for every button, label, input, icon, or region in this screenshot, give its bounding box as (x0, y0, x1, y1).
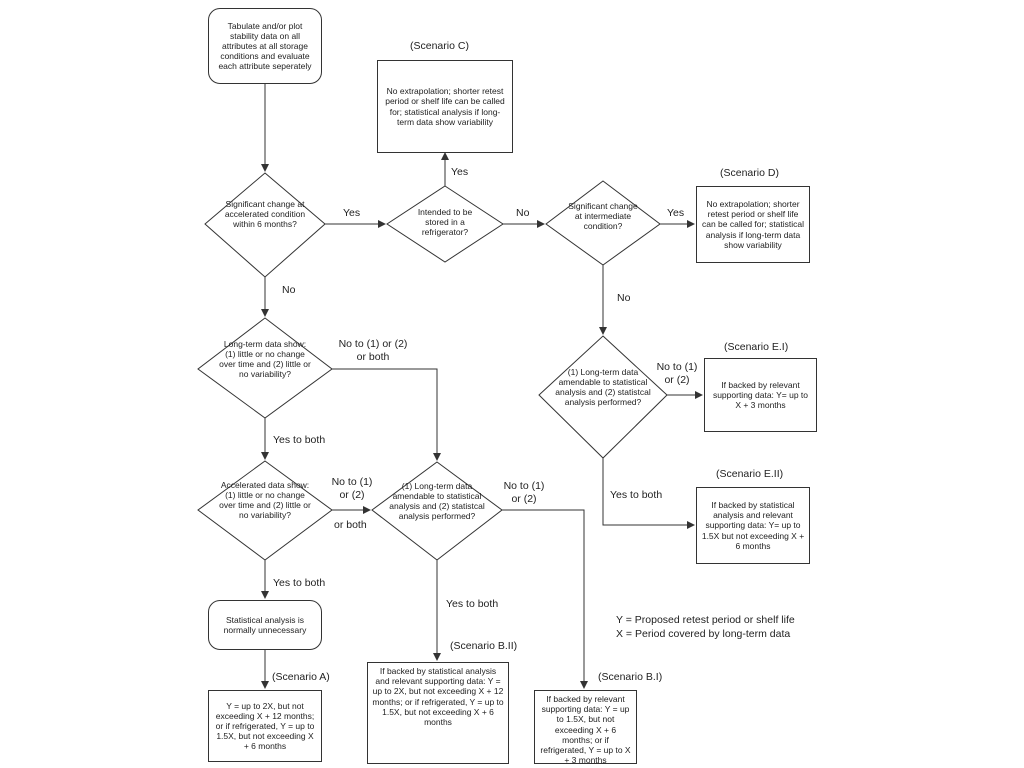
decision-refrigerator-text: Intended to be stored in a refrigerator? (417, 207, 473, 238)
scenario-b1-title: (Scenario B.I) (598, 671, 663, 683)
edge-label-no-accel-little-1: No to (1) or (2) (331, 476, 373, 502)
edge-label-yes-amenable-e: Yes to both (610, 489, 663, 501)
edge-label-no-fridge: No (516, 207, 530, 219)
edge-label-no-accel-little-2: or both (334, 519, 367, 531)
scenario-c-box: No extrapolation; shorter retest period … (377, 60, 513, 153)
start-box: Tabulate and/or plot stability data on a… (208, 8, 322, 84)
scenario-a-text: Y = up to 2X, but not exceeding X + 12 m… (215, 700, 315, 752)
edge-label-yes-accel-little: Yes to both (273, 577, 326, 589)
legend: Y = Proposed retest period or shelf life… (616, 613, 795, 641)
stat-unnecessary-box: Statistical analysis is normally unneces… (208, 600, 322, 650)
scenario-a-title: (Scenario A) (272, 671, 330, 683)
scenario-c-text: No extrapolation; shorter retest period … (385, 86, 505, 127)
decision-intermediate-text: Significant change at intermediate condi… (568, 201, 638, 232)
scenario-e1-text: If backed by relevant supporting data: Y… (712, 379, 809, 411)
scenario-b1-box: If backed by relevant supporting data: Y… (534, 690, 637, 766)
edge-label-yes-longterm: Yes to both (273, 434, 326, 446)
start-text: Tabulate and/or plot stability data on a… (218, 20, 312, 72)
edge-label-yes-amenable-b: Yes to both (446, 598, 499, 610)
edge-label-yes-intermediate: Yes (667, 207, 685, 219)
scenario-b2-box: If backed by statistical analysis and re… (367, 662, 509, 764)
scenario-a-box: Y = up to 2X, but not exceeding X + 12 m… (208, 690, 322, 762)
decision-amenable-b-text: (1) Long-term data amendable to statisti… (389, 481, 485, 522)
scenario-e2-title: (Scenario E.II) (716, 468, 784, 480)
decision-accel-little-text: Accelerated data show: (1) little or no … (219, 480, 311, 521)
scenario-c-title: (Scenario C) (410, 40, 469, 52)
scenario-e1-box: If backed by relevant supporting data: Y… (704, 358, 817, 432)
edge-label-no-accel: No (282, 284, 296, 296)
edge-label-no-longterm: No to (1) or (2) or both (338, 338, 408, 364)
scenario-b2-title: (Scenario B.II) (450, 640, 518, 652)
stat-unnecessary-text: Statistical analysis is normally unneces… (223, 614, 307, 635)
scenario-b1-text: If backed by relevant supporting data: Y… (540, 694, 631, 766)
diamond-refrigerator (386, 185, 504, 263)
scenario-e2-text: If backed by statistical analysis and re… (701, 500, 805, 551)
decision-amenable-e-text: (1) Long-term data amendable to statisti… (555, 367, 651, 408)
scenario-d-title: (Scenario D) (720, 167, 779, 179)
scenario-e2-box: If backed by statistical analysis and re… (696, 487, 810, 564)
legend-y: Y = Proposed retest period or shelf life (616, 614, 795, 626)
scenario-b2-text: If backed by statistical analysis and re… (372, 666, 504, 727)
edge-label-no-intermediate: No (617, 292, 631, 304)
decision-accel-change-text: Significant change at accelerated condit… (224, 199, 306, 230)
edge-label-yes-fridge: Yes (451, 166, 469, 178)
legend-x: X = Period covered by long-term data (616, 628, 791, 641)
edge-label-yes-accel: Yes (343, 207, 361, 219)
scenario-d-text: No extrapolation; shorter retest period … (701, 199, 805, 250)
scenario-d-box: No extrapolation; shorter retest period … (696, 186, 810, 263)
edge-label-no-amenable-e: No to (1) or (2) (656, 361, 698, 387)
scenario-e1-title: (Scenario E.I) (724, 341, 789, 353)
decision-longterm-little-text: Long-term data show: (1) little or no ch… (219, 339, 311, 380)
edge-label-no-amenable-b: No to (1) or (2) (503, 480, 545, 506)
